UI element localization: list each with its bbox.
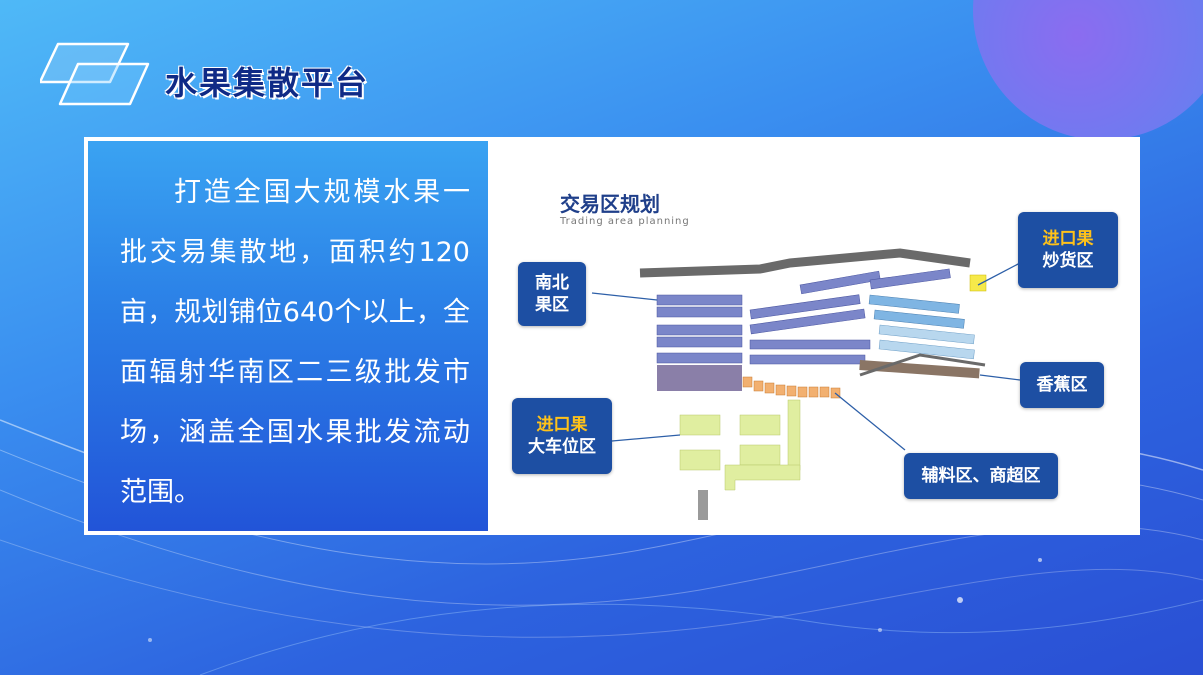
zone-tag-nanbei-line1: 南北 (535, 273, 569, 293)
zone-tag-import-stir: 进口果 炒货区 (1018, 212, 1118, 288)
map-title: 交易区规划 (560, 192, 660, 216)
zone-tag-nanbei: 南北 果区 (518, 262, 586, 326)
zone-tag-banana-label: 香蕉区 (1036, 375, 1088, 395)
trading-area-map (591, 248, 1021, 520)
page-title: 水果集散平台 (165, 64, 370, 102)
zone-tag-import-stir-line2: 炒货区 (1042, 251, 1094, 271)
zone-tag-aux-label: 辅料区、商超区 (921, 466, 1041, 486)
decorative-circle (973, 0, 1203, 140)
zone-tag-nanbei-line2: 果区 (535, 295, 569, 315)
zone-tag-import-stir-line1: 进口果 (1042, 229, 1094, 249)
zone-tag-import-truck: 进口果 大车位区 (512, 398, 612, 474)
map-subtitle: Trading area planning (560, 216, 690, 227)
zone-tag-aux: 辅料区、商超区 (904, 453, 1058, 499)
intro-text: 打造全国大规模水果一批交易集散地，面积约120亩，规划铺位640个以上，全面辐射… (120, 177, 470, 508)
intro-panel: 打造全国大规模水果一批交易集散地，面积约120亩，规划铺位640个以上，全面辐射… (88, 141, 488, 531)
zone-tag-banana: 香蕉区 (1020, 362, 1104, 408)
zone-tag-import-truck-line2: 大车位区 (528, 437, 596, 457)
logo-icon (40, 42, 150, 106)
zone-tag-import-truck-line1: 进口果 (536, 415, 588, 435)
